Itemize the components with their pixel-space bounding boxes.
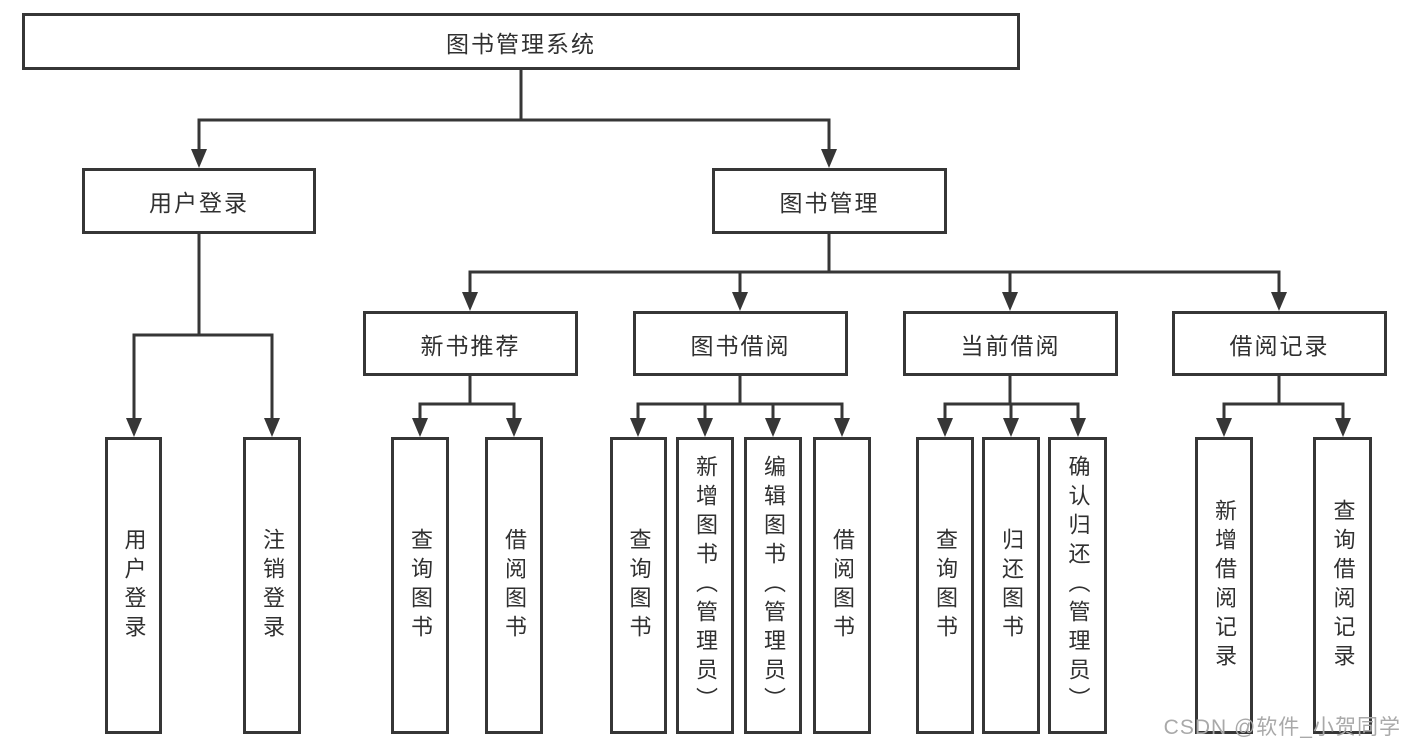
node-label: 图书管理系统 <box>446 30 596 57</box>
node-label: 新增借阅记录 <box>1212 498 1237 673</box>
node-leaf-add-borrow-record: 新增借阅记录 <box>1195 437 1253 734</box>
node-book-management: 图书管理 <box>712 168 947 234</box>
node-label: 查询图书 <box>408 527 433 644</box>
node-leaf-query-books-borrow: 查询图书 <box>610 437 667 734</box>
node-label: 编辑图书（管理员） <box>761 455 786 716</box>
arrow-icon <box>1271 292 1287 311</box>
connector-bookborrow-bar <box>636 376 844 419</box>
arrow-icon <box>126 418 142 437</box>
arrow-icon <box>1335 418 1351 437</box>
arrow-icon <box>821 149 837 168</box>
node-user-login: 用户登录 <box>82 168 316 234</box>
node-label: 新书推荐 <box>420 332 521 359</box>
arrow-icon <box>191 149 207 168</box>
node-leaf-add-books-admin: 新增图书（管理员） <box>676 437 734 734</box>
connector-currentborrow-bar <box>943 376 1080 419</box>
arrow-icon <box>1216 418 1232 437</box>
node-leaf-logout-login: 注销登录 <box>243 437 301 734</box>
node-leaf-edit-books-admin: 编辑图书（管理员） <box>744 437 802 734</box>
node-leaf-query-books-current: 查询图书 <box>916 437 974 734</box>
csdn-watermark: CSDN @软件_小贺同学 <box>1163 716 1401 739</box>
node-label: 借阅图书 <box>830 527 855 644</box>
arrow-icon <box>834 418 850 437</box>
node-leaf-return-books: 归还图书 <box>982 437 1040 734</box>
node-leaf-borrow-books-recommend: 借阅图书 <box>485 437 543 734</box>
arrow-icon <box>462 292 478 311</box>
arrow-icon <box>697 418 713 437</box>
node-leaf-query-books-recommend: 查询图书 <box>391 437 449 734</box>
node-label: 新增图书（管理员） <box>693 455 718 716</box>
node-label: 图书管理 <box>779 190 880 216</box>
node-label: 用户登录 <box>149 190 249 216</box>
arrow-icon <box>1070 418 1086 437</box>
arrow-icon <box>264 418 280 437</box>
node-current-borrow: 当前借阅 <box>903 311 1118 376</box>
connector-root-bar <box>197 118 831 150</box>
arrow-icon <box>732 292 748 311</box>
node-label: 归还图书 <box>999 527 1024 644</box>
node-label: 查询图书 <box>626 527 652 644</box>
node-borrow-records: 借阅记录 <box>1172 311 1387 376</box>
node-leaf-user-login: 用户登录 <box>105 437 162 734</box>
connector-userlogin-bar <box>132 333 274 419</box>
arrowheads <box>126 149 1351 437</box>
arrow-icon <box>506 418 522 437</box>
node-label: 图书借阅 <box>690 332 791 359</box>
node-book-borrow: 图书借阅 <box>633 311 848 376</box>
node-new-book-recommend: 新书推荐 <box>363 311 578 376</box>
node-label: 用户登录 <box>121 527 147 644</box>
arrow-icon <box>765 418 781 437</box>
node-label: 注销登录 <box>260 527 285 644</box>
node-root: 图书管理系统 <box>22 13 1020 70</box>
arrow-icon <box>412 418 428 437</box>
node-leaf-query-borrow-record: 查询借阅记录 <box>1313 437 1372 734</box>
arrow-icon <box>1003 418 1019 437</box>
node-leaf-borrow-books: 借阅图书 <box>813 437 871 734</box>
connector-newbook-bar <box>418 376 516 419</box>
arrow-icon <box>630 418 646 437</box>
node-label: 查询借阅记录 <box>1330 498 1356 673</box>
node-label: 查询图书 <box>933 527 958 644</box>
node-label: 借阅图书 <box>502 527 527 644</box>
node-leaf-confirm-return-admin: 确认归还（管理员） <box>1048 437 1107 734</box>
connector-borrowrecord-bar <box>1222 376 1345 419</box>
node-label: 借阅记录 <box>1229 332 1330 359</box>
arrow-icon <box>937 418 953 437</box>
node-label: 确认归还（管理员） <box>1065 455 1091 716</box>
arrow-icon <box>1002 292 1018 311</box>
connector-bookmgmt-bar <box>468 270 1281 293</box>
node-label: 当前借阅 <box>960 332 1061 359</box>
